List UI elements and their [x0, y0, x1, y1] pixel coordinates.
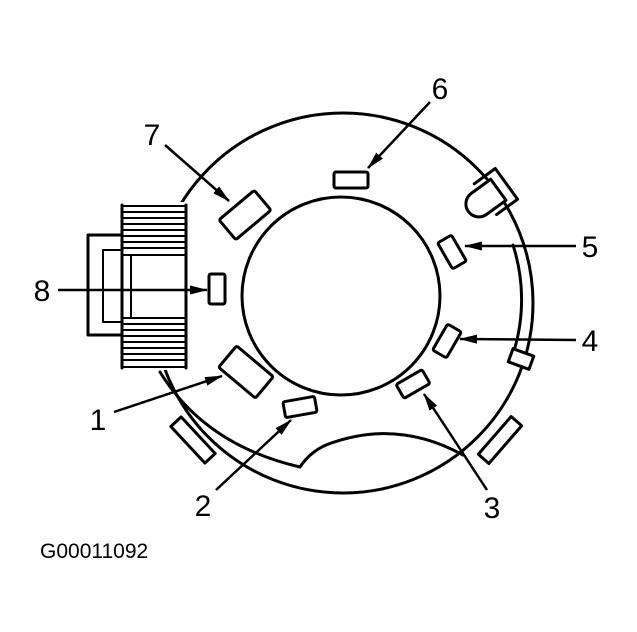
connector-stripes-bottom [121, 317, 187, 368]
pad-2 [281, 395, 319, 419]
bottom-right-tab [476, 415, 524, 465]
callout-leader-4 [459, 334, 577, 344]
pad-7 [218, 189, 272, 241]
callout-label-8: 8 [34, 275, 51, 308]
callout-label-7: 7 [144, 119, 161, 152]
figure-code: G00011092 [40, 540, 148, 563]
callout-label-4: 4 [582, 325, 599, 358]
bottom-inner-contour [158, 370, 465, 469]
callout-label-2: 2 [195, 490, 212, 523]
bottom-left-tab [169, 415, 217, 465]
inner-ring [240, 195, 442, 397]
side-connector [86, 202, 188, 370]
callout-label-5: 5 [582, 231, 599, 264]
callout-leader-6 [367, 101, 431, 169]
pad-6 [332, 170, 370, 190]
callout-leader-3 [422, 393, 489, 491]
callout-label-6: 6 [432, 73, 449, 106]
top-right-tab [464, 167, 520, 219]
pad-1 [217, 345, 275, 399]
callout-label-1: 1 [90, 404, 107, 437]
callout-leader-2 [215, 419, 292, 491]
callout-label-3: 3 [484, 492, 501, 525]
connector-stripes-top [121, 205, 187, 256]
right-lip-edge [511, 243, 524, 353]
right-small-tab [506, 347, 536, 371]
pad-4 [431, 323, 463, 359]
callout-leader-7 [164, 144, 230, 202]
pad-3 [395, 368, 431, 400]
pad-8 [207, 272, 227, 306]
callout-leader-1 [113, 374, 223, 414]
pad-5 [436, 234, 468, 270]
